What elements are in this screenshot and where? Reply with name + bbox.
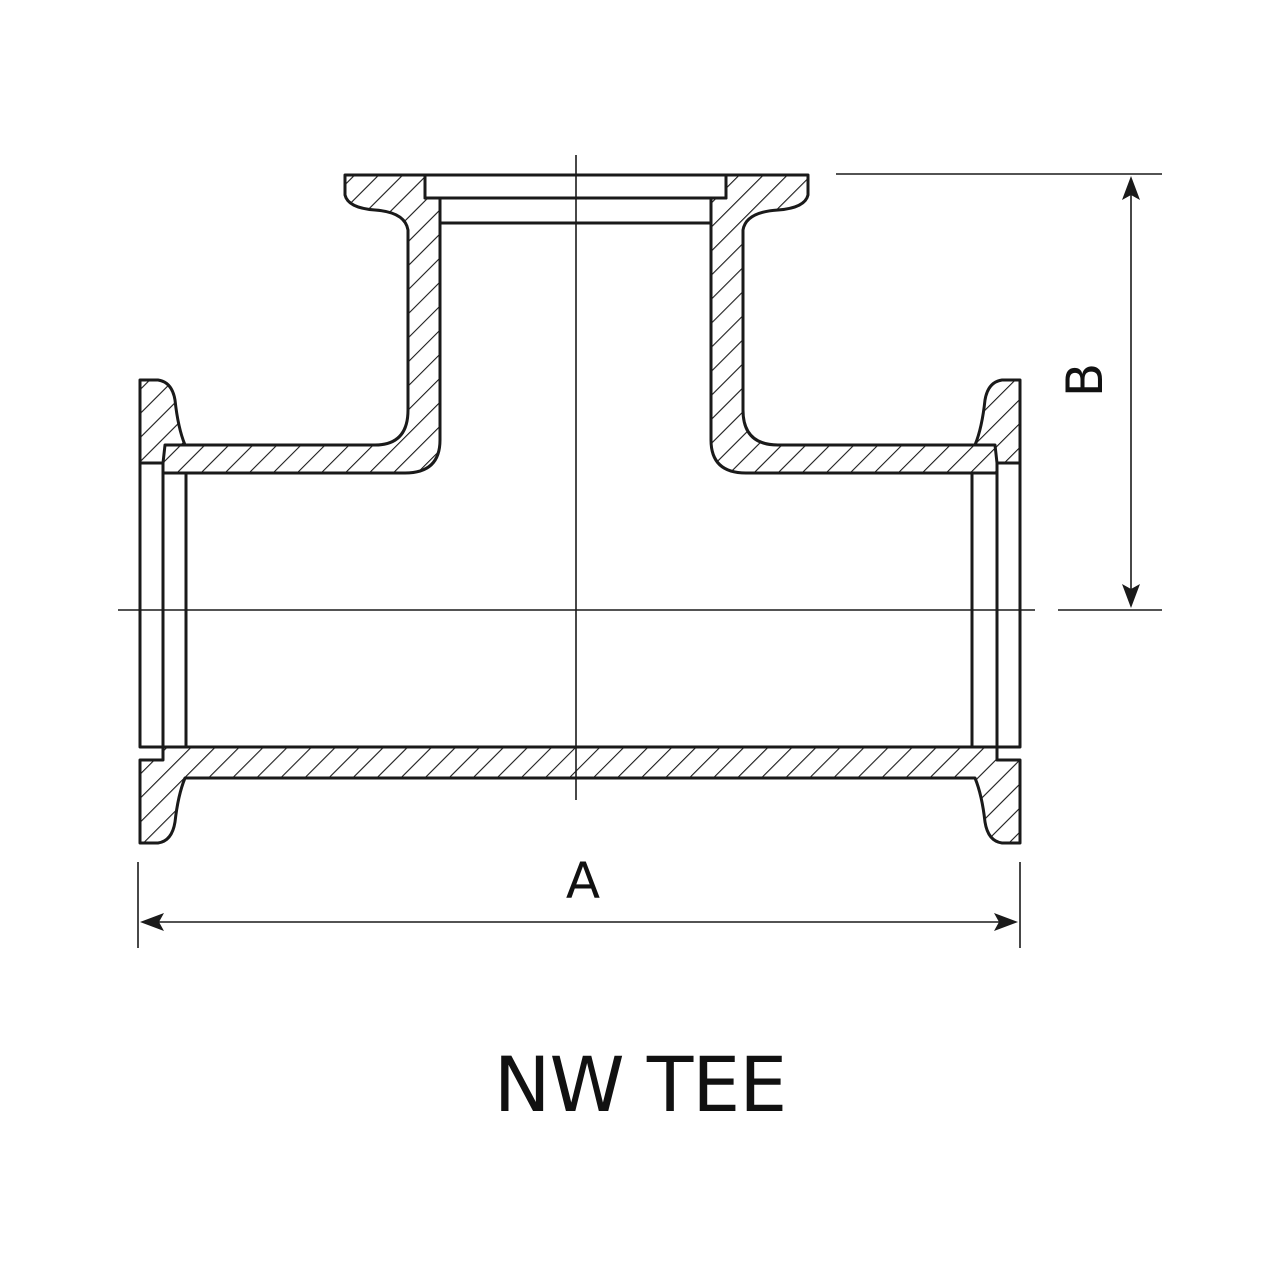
right-flange-upper <box>973 378 1022 465</box>
dim-b-label: B <box>1056 363 1114 397</box>
dim-a-label: A <box>566 852 600 910</box>
dim-b-arrow-top <box>1122 176 1140 200</box>
top-branch-left-wall <box>138 173 442 475</box>
left-port-face <box>138 461 165 749</box>
dim-a-arrow-right <box>994 913 1018 931</box>
bottom-run-wall <box>138 745 1022 845</box>
top-branch-right-wall <box>709 173 1022 475</box>
dim-b-arrow-bottom <box>1122 584 1140 608</box>
right-port-face <box>995 461 1022 749</box>
left-flange-upper <box>138 378 187 465</box>
dim-a-arrow-left <box>140 913 164 931</box>
drawing-title: NW TEE <box>493 1040 788 1129</box>
